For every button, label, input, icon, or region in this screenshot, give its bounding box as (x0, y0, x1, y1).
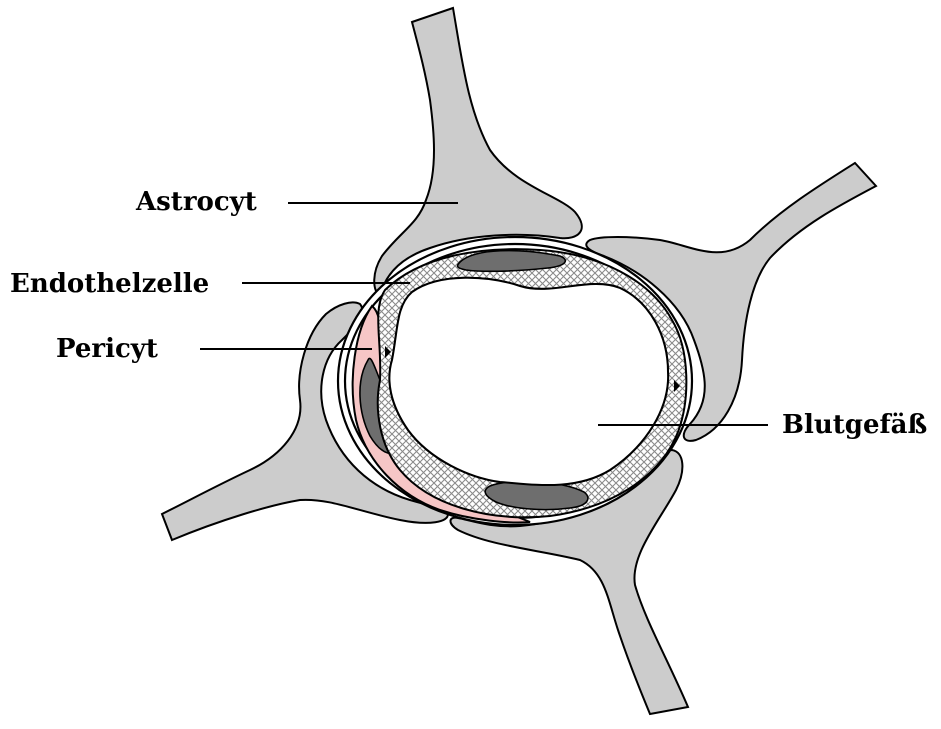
label-endothelial-cell-group: Endothelzelle (10, 269, 410, 299)
label-pericyte: Pericyt (56, 334, 158, 364)
vessel-lumen (389, 278, 668, 485)
label-blood-vessel: Blutgefäß (782, 410, 927, 440)
label-astrocyte-group: Astrocyt (135, 187, 458, 217)
label-astrocyte: Astrocyt (135, 187, 257, 217)
label-endothelial-cell: Endothelzelle (10, 269, 209, 299)
